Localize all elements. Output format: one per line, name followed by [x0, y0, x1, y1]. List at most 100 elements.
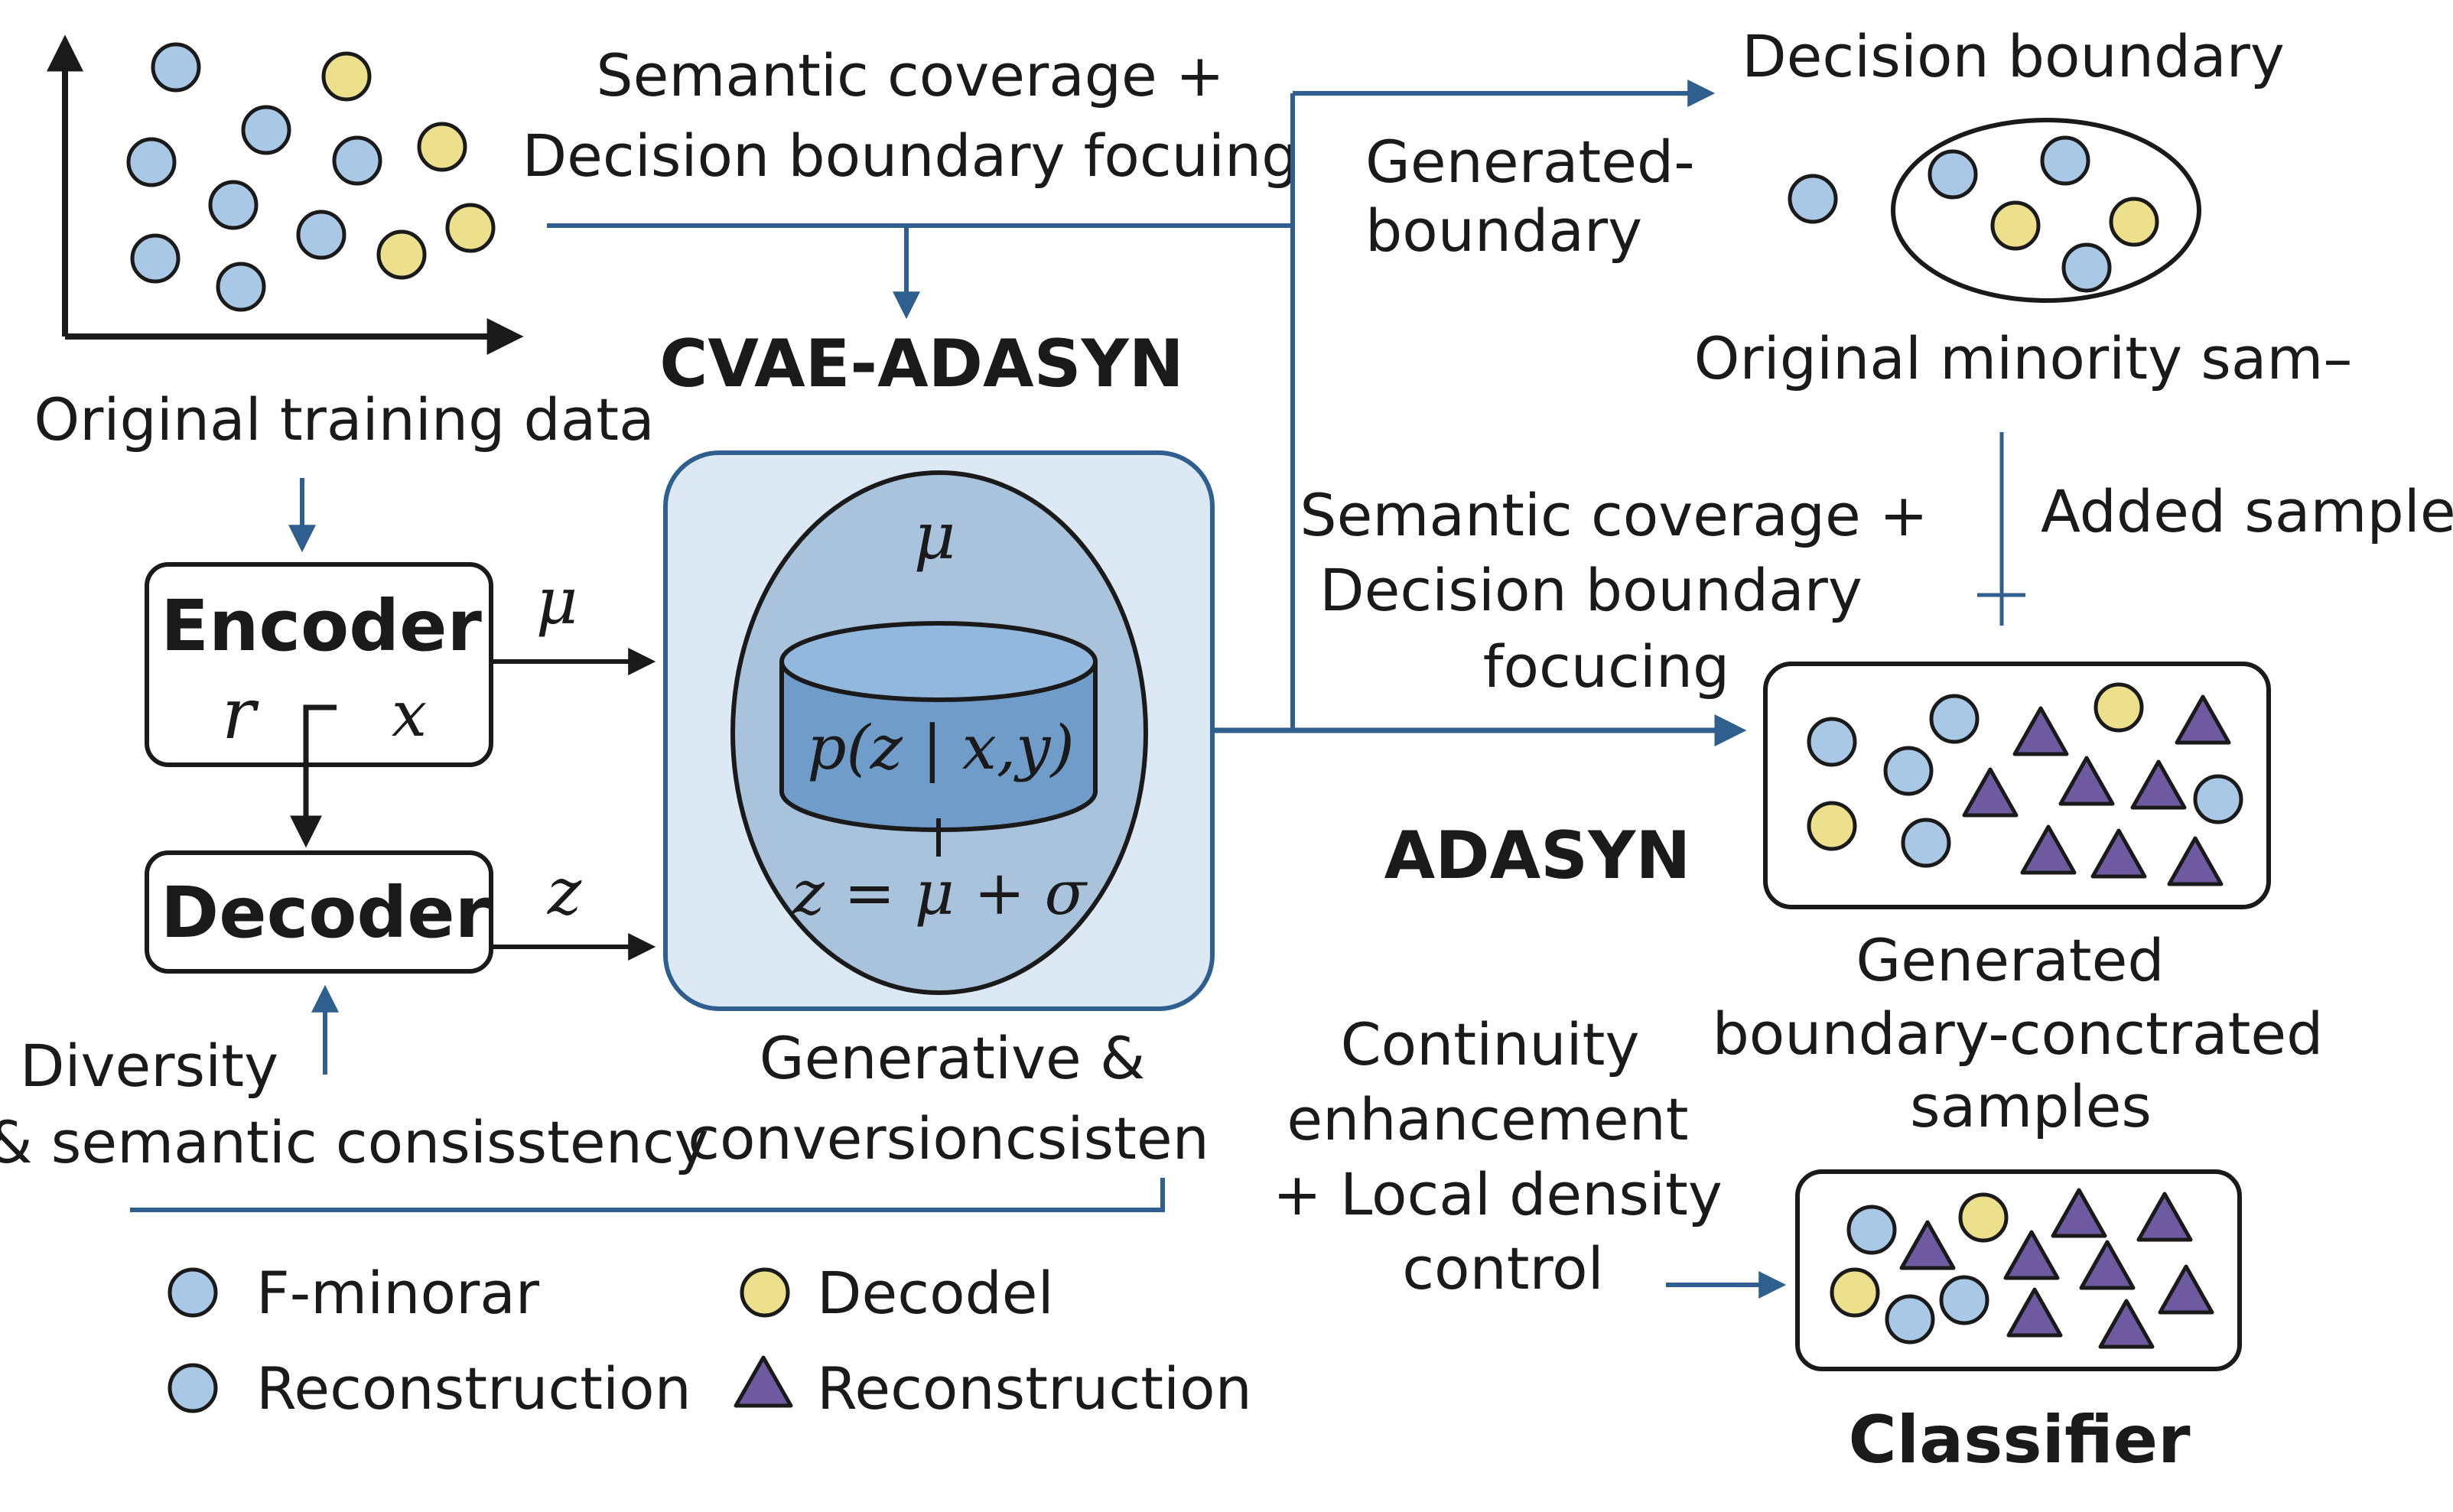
blue-point-icon — [1928, 149, 1978, 200]
outside-minority-point — [1788, 174, 1838, 224]
legend-label: Reconstruction — [817, 1354, 1252, 1423]
blue-point-icon — [126, 137, 177, 187]
legend-label: Reconstruction — [256, 1354, 691, 1423]
legend-triangle-icon — [734, 1355, 793, 1408]
bottom-bracket-line — [130, 1178, 1165, 1212]
blue-point-icon — [130, 233, 181, 284]
blue-point-icon — [151, 42, 201, 93]
generated-samples-label-3: samples — [1910, 1072, 2152, 1140]
generated-samples-label-2: boundary-conctrated — [1713, 1000, 2324, 1068]
decision-boundary-mid-label: Decision boundary — [1319, 556, 1863, 624]
blue-point-icon — [1885, 1294, 1935, 1345]
diversity-label: Diversity — [20, 1032, 278, 1100]
mu-arrow-label: μ — [536, 564, 578, 639]
blue-point-icon — [1939, 1275, 1989, 1325]
classifier-label: Classifier — [1849, 1402, 2191, 1478]
conversion-label: conversioncsisten — [688, 1104, 1209, 1172]
blue-point-icon — [1807, 717, 1857, 767]
legend-label: Decodel — [817, 1259, 1054, 1327]
triangle-marker-icon — [2167, 836, 2224, 886]
semantic-consistency-label: & semantic consisstency — [0, 1108, 709, 1176]
blue-point-icon — [1846, 1205, 1897, 1255]
cvae-adasyn-title: CVAE-ADASYN — [659, 326, 1184, 402]
yellow-point-icon — [321, 51, 372, 102]
generative-label: Generative & — [760, 1024, 1145, 1092]
blue-point-icon — [1901, 818, 1951, 868]
yellow-point-icon — [2109, 197, 2159, 247]
triangle-marker-icon — [1962, 767, 2019, 818]
local-density-label: + Local density — [1273, 1160, 1723, 1228]
focucing-mid-label: focucing — [1483, 632, 1730, 701]
yellow-point-icon — [376, 229, 427, 280]
control-label: control — [1402, 1234, 1603, 1302]
legend-circle-yellow-icon — [740, 1267, 790, 1318]
triangle-marker-icon — [2130, 759, 2187, 810]
blue-point-icon — [208, 180, 259, 230]
generated-points — [1807, 682, 2243, 886]
blue-point-icon — [296, 210, 346, 260]
latent-mu-label: μ — [914, 499, 956, 574]
triangle-marker-icon — [2003, 1230, 2060, 1280]
original-training-data-label: Original training data — [34, 385, 654, 454]
yellow-point-icon — [1830, 1267, 1880, 1318]
generated-boundary-label-2: boundary — [1365, 197, 1642, 265]
legend-circle-blue-icon — [168, 1363, 218, 1413]
legend: F-minorar Decodel Reconstruction Reconst… — [168, 1259, 1252, 1423]
triangle-marker-icon — [2136, 1192, 2193, 1242]
semantic-coverage-top-label: Semantic coverage + — [596, 41, 1224, 109]
blue-point-icon — [332, 135, 382, 186]
blue-point-icon — [2193, 774, 2243, 824]
yellow-point-icon — [417, 122, 467, 172]
triangle-marker-icon — [2006, 1287, 2063, 1338]
triangle-marker-icon — [2090, 828, 2147, 879]
yellow-point-icon — [445, 203, 496, 253]
semantic-coverage-mid-label: Semantic coverage + — [1300, 481, 1928, 549]
blue-point-icon — [2040, 135, 2090, 186]
generated-boundary-label-1: Generated- — [1365, 128, 1695, 196]
blue-point-icon — [216, 262, 266, 312]
yellow-point-icon — [1807, 801, 1857, 851]
blue-point-icon — [2061, 242, 2112, 293]
generated-samples-box — [1763, 662, 2271, 909]
legend-circle-blue-icon — [168, 1267, 218, 1318]
yellow-point-icon — [1990, 200, 2041, 251]
encoder-x-symbol: x — [392, 678, 427, 751]
legend-label: F-minorar — [256, 1259, 540, 1327]
adasyn-label: ADASYN — [1384, 818, 1691, 894]
decoder-box — [145, 850, 493, 974]
decision-boundary-focusing-top-label: Decision boundary focuing — [522, 122, 1299, 190]
encoder-decoder-connector — [290, 704, 337, 848]
blue-point-icon — [241, 105, 291, 155]
blue-point-icon — [1929, 694, 1980, 744]
triangle-marker-icon — [1899, 1220, 1956, 1270]
original-minority-label: Original minority sam– — [1694, 324, 2353, 392]
triangle-marker-icon — [2012, 706, 2069, 756]
z-arrow-label: z — [547, 854, 582, 929]
posterior-cylinder — [779, 621, 1098, 832]
reparam-formula: z = μ + σ — [792, 857, 1088, 928]
yellow-point-icon — [1958, 1192, 2009, 1243]
triangle-marker-icon — [2158, 1264, 2214, 1315]
scatter-points — [126, 42, 496, 312]
encoder-r-symbol: r — [222, 673, 259, 755]
classifier-points — [1830, 1188, 2214, 1349]
posterior-formula: p(z | x,y) — [807, 712, 1074, 783]
triangle-marker-icon — [2098, 1299, 2155, 1349]
yellow-point-icon — [2094, 682, 2144, 733]
triangle-marker-icon — [2051, 1188, 2107, 1238]
continuity-label: Continuity — [1341, 1010, 1640, 1078]
decoder-label: Decoder — [161, 872, 490, 954]
added-samples-label: Added samples — [2041, 477, 2453, 545]
triangle-marker-icon — [2058, 756, 2115, 806]
blue-point-icon — [1883, 746, 1934, 796]
encoder-box — [145, 562, 493, 767]
decision-boundary-label: Decision boundary — [1742, 22, 2285, 90]
triangle-marker-icon — [2175, 694, 2231, 745]
generated-samples-label-1: Generated — [1856, 926, 2164, 994]
triangle-marker-icon — [2020, 824, 2077, 875]
encoder-label: Encoder — [161, 585, 482, 667]
original-data-scatter — [47, 34, 524, 355]
enhancement-label: enhancement — [1287, 1085, 1688, 1153]
triangle-marker-icon — [2079, 1240, 2136, 1290]
